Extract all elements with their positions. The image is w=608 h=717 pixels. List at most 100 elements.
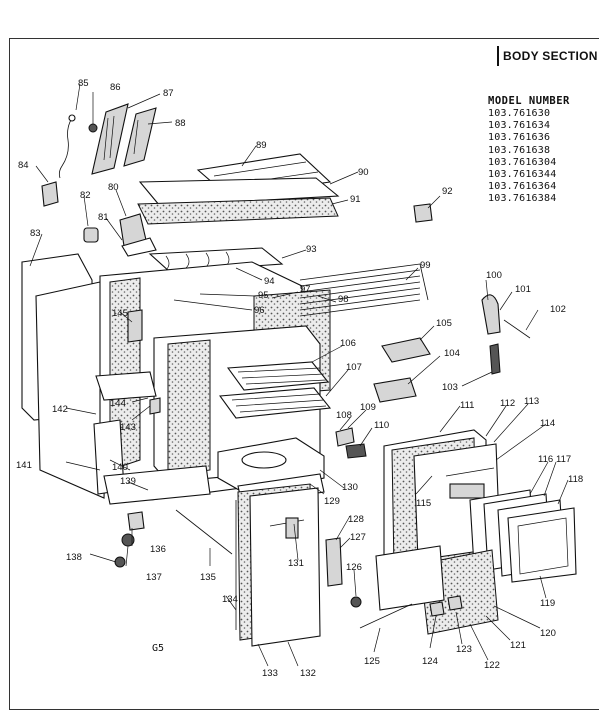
model-number-item: 103.761630 bbox=[488, 108, 551, 119]
part-label: 127 bbox=[350, 532, 366, 543]
part-label: 133 bbox=[262, 668, 278, 679]
part-143-clip bbox=[149, 397, 161, 415]
part-86-nut bbox=[88, 123, 98, 133]
model-number-item: 103.761634 bbox=[488, 120, 551, 132]
part-label: 114 bbox=[540, 418, 555, 429]
part-label: 105 bbox=[436, 318, 452, 329]
part-141-side-panel bbox=[35, 281, 107, 499]
part-label: 101 bbox=[515, 284, 531, 295]
part-label: 140 bbox=[112, 462, 128, 473]
part-label: 103 bbox=[442, 382, 458, 393]
part-label: 132 bbox=[300, 668, 316, 679]
part-135-rod bbox=[175, 509, 233, 555]
part-127-bracket bbox=[325, 537, 343, 587]
diagram-frame bbox=[9, 38, 599, 710]
part-104-bracket bbox=[373, 377, 417, 403]
part-label: 108 bbox=[336, 410, 352, 421]
part-label: 118 bbox=[568, 474, 583, 485]
part-label: 129 bbox=[324, 496, 340, 507]
part-label: 94 bbox=[264, 276, 275, 287]
model-number-item: 103.7616384 bbox=[488, 193, 557, 205]
part-label: 130 bbox=[342, 482, 358, 493]
part-label: 138 bbox=[66, 552, 82, 563]
part-label: 124 bbox=[422, 656, 438, 667]
part-label: 128 bbox=[348, 514, 364, 525]
part-82-spool bbox=[83, 227, 99, 243]
part-92-bracket bbox=[413, 203, 433, 223]
model-number-item: 103.761638 bbox=[488, 144, 551, 156]
part-label: 131 bbox=[288, 558, 304, 569]
part-label: 93 bbox=[306, 244, 317, 255]
part-label: 102 bbox=[550, 304, 566, 315]
model-number-item: 103.7616304 bbox=[488, 156, 557, 168]
part-125-rod bbox=[359, 603, 413, 629]
part-label: 92 bbox=[442, 186, 453, 197]
part-124-clip bbox=[429, 601, 445, 617]
part-label: 143 bbox=[120, 422, 136, 433]
part-label: 116 bbox=[538, 454, 553, 465]
part-label: 125 bbox=[364, 656, 380, 667]
part-106-oven-rack bbox=[226, 361, 330, 391]
part-120-door-panel bbox=[375, 545, 499, 635]
part-label: 97 bbox=[300, 284, 311, 295]
part-145-bracket bbox=[127, 309, 143, 343]
part-label: 104 bbox=[444, 348, 460, 359]
part-label: 115 bbox=[416, 498, 431, 509]
leader-lines bbox=[29, 83, 569, 667]
model-number-item: 103.7616364 bbox=[488, 181, 557, 193]
part-140-base bbox=[103, 465, 211, 505]
part-label: 88 bbox=[175, 118, 186, 129]
part-label: 82 bbox=[80, 190, 91, 201]
part-labels: 85 86 87 88 84 80 82 81 83 89 90 91 92 9… bbox=[16, 78, 583, 679]
part-label: 139 bbox=[120, 476, 136, 487]
part-90-top-frame bbox=[138, 177, 340, 207]
part-109-switch bbox=[335, 427, 355, 447]
page-code: G5 bbox=[152, 643, 165, 654]
part-label: 90 bbox=[358, 167, 369, 178]
part-label: 144 bbox=[110, 398, 126, 409]
part-87-vent-panel bbox=[91, 103, 129, 175]
part-91-insulation bbox=[137, 197, 339, 225]
part-136-clip bbox=[127, 511, 145, 531]
part-label: 120 bbox=[540, 628, 556, 639]
part-102-rod bbox=[503, 319, 531, 339]
part-label: 126 bbox=[346, 562, 362, 573]
model-number-list: MODEL NUMBER 103.761630 103.761634 103.7… bbox=[488, 95, 603, 206]
part-label: 123 bbox=[456, 644, 472, 655]
part-label: 89 bbox=[256, 140, 267, 151]
part-label: 106 bbox=[340, 338, 356, 349]
part-label: 113 bbox=[524, 396, 539, 407]
model-number-header: MODEL NUMBER bbox=[488, 95, 570, 107]
model-number-item: 103.7616344 bbox=[488, 169, 557, 181]
part-label: 111 bbox=[460, 400, 474, 411]
part-107-oven-rack bbox=[218, 387, 332, 419]
part-label: 99 bbox=[420, 260, 431, 271]
model-number-item: 103.761636 bbox=[488, 132, 551, 144]
part-label: 100 bbox=[486, 270, 502, 281]
part-label: 95 bbox=[258, 290, 269, 301]
part-label: 109 bbox=[360, 402, 376, 413]
part-label: 119 bbox=[540, 598, 555, 609]
part-123-clip bbox=[447, 595, 463, 611]
part-label: 134 bbox=[222, 594, 238, 605]
part-label: 87 bbox=[163, 88, 174, 99]
part-label: 135 bbox=[200, 572, 216, 583]
part-84-plate bbox=[41, 181, 59, 207]
part-119-window-frame bbox=[507, 507, 577, 583]
part-label: 117 bbox=[556, 454, 571, 465]
part-label: 122 bbox=[484, 660, 500, 671]
part-85-wire bbox=[58, 114, 76, 179]
part-label: 142 bbox=[52, 404, 68, 415]
part-138-knob bbox=[114, 556, 126, 568]
part-80-burner-box bbox=[119, 213, 157, 257]
part-label: 112 bbox=[500, 398, 515, 409]
part-label: 81 bbox=[98, 212, 109, 223]
part-label: 121 bbox=[510, 640, 526, 651]
part-label: 86 bbox=[110, 82, 121, 93]
part-label: 84 bbox=[18, 160, 29, 171]
part-label: 83 bbox=[30, 228, 41, 239]
part-label: 98 bbox=[338, 294, 349, 305]
part-label: 137 bbox=[146, 572, 162, 583]
